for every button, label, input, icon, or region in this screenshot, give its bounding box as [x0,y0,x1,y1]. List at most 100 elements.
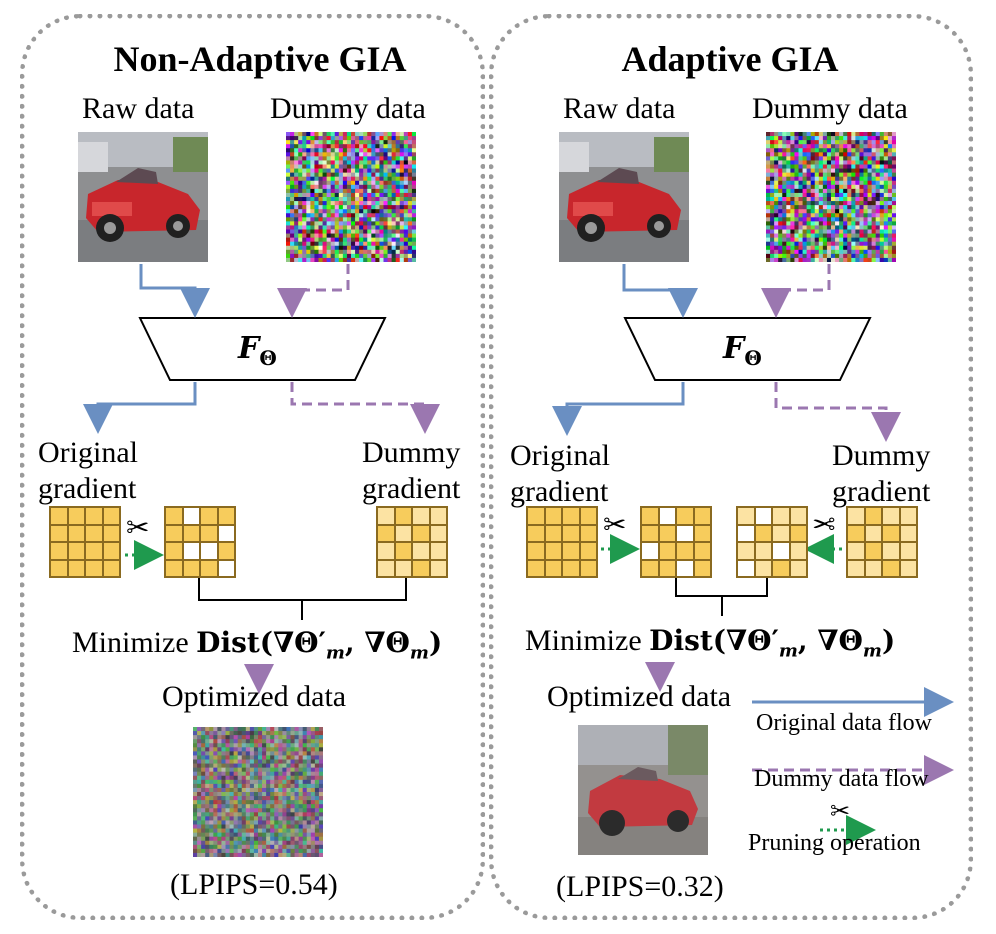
gradient-cell [377,524,395,542]
gradient-cell [182,524,200,542]
gradient-cell [394,542,412,560]
gradient-cell [527,507,545,525]
gradient-cell [527,524,545,542]
gradient-cell [544,524,562,542]
model-trapezoid-right [623,317,872,381]
model-label-right: FΘ [723,331,762,370]
gradient-cell [182,542,200,560]
lpips-score-right: (LPIPS=0.32) [556,870,724,903]
adaptive-title: Adaptive GIA [621,39,839,79]
gradient-cell [676,542,694,560]
gradient-cell [658,559,676,577]
gradient-cell [527,542,545,560]
gradient-cell [658,507,676,525]
gradient-cell [182,559,200,577]
pruned-original-gradient-grid-right [640,506,712,578]
gradient-cell [579,524,597,542]
gradient-cell [412,559,430,577]
raw-data-label-left: Raw data [82,92,195,125]
gradient-cell [544,559,562,577]
gradient-cell [847,524,865,542]
gradient-cell [562,559,580,577]
gradient-cell [562,507,580,525]
gradient-cell [579,559,597,577]
scissors-icon: ✂ [126,513,150,544]
gradient-cell [217,559,235,577]
gradient-cell [754,559,772,577]
gradient-cell [641,559,659,577]
gradient-cell [899,524,917,542]
optimized-label-left: Optimized data [162,680,347,713]
dummy-data-label-left: Dummy data [270,92,426,125]
optimized-label-right: Optimized data [547,680,732,713]
gradient-cell [67,507,85,525]
gradient-cell [217,524,235,542]
gradient-cell [882,507,900,525]
gradient-cell [864,559,882,577]
pruned-original-gradient-grid-left [164,506,236,578]
gradient-cell [50,542,68,560]
gradient-cell [847,507,865,525]
minimize-expression-right: Minimize Dist(∇Θ′m, ∇Θm) [525,624,896,662]
model-label-left: FΘ [238,331,277,370]
gradient-cell [429,542,447,560]
legend-original-flow: Original data flow [756,710,932,736]
optimized-car-image-right [578,725,708,855]
gradient-cell [412,524,430,542]
gradient-cell [693,542,711,560]
gradient-cell [847,559,865,577]
gradient-cell [737,559,755,577]
gradient-cell [67,524,85,542]
gradient-cell [754,507,772,525]
gradient-cell [789,559,807,577]
gradient-cell [772,507,790,525]
dummy-data-label-right: Dummy data [752,92,908,125]
gradient-cell [864,507,882,525]
gradient-cell [693,524,711,542]
gradient-cell [182,507,200,525]
gradient-cell [882,542,900,560]
gradient-cell [102,542,120,560]
gradient-cell [864,542,882,560]
gradient-cell [754,542,772,560]
gradient-cell [200,507,218,525]
raw-car-image-right [559,132,689,262]
model-trapezoid-left [138,317,387,381]
gradient-cell [412,507,430,525]
minimize-expression-left: Minimize Dist(∇Θ′m, ∇Θm) [72,626,443,664]
gradient-cell [429,507,447,525]
raw-data-label-right: Raw data [563,92,676,125]
lpips-score-left: (LPIPS=0.54) [170,868,338,901]
gradient-cell [394,524,412,542]
gradient-cell [737,507,755,525]
gradient-cell [67,559,85,577]
raw-car-image-left [78,132,208,262]
gradient-cell [693,559,711,577]
original-gradient-grid-left [49,506,121,578]
dummy-noise-image-left [286,132,416,262]
gradient-cell [377,559,395,577]
gradient-cell [67,542,85,560]
gradient-cell [85,559,103,577]
pruned-dummy-gradient-grid-right [736,506,808,578]
gradient-cell [641,542,659,560]
gradient-cell [429,559,447,577]
gradient-cell [200,542,218,560]
gradient-cell [899,559,917,577]
gradient-cell [429,524,447,542]
gradient-cell [562,542,580,560]
gradient-cell [527,559,545,577]
gradient-cell [102,524,120,542]
gradient-cell [394,559,412,577]
gradient-cell [377,507,395,525]
gradient-cell [676,524,694,542]
gradient-cell [882,559,900,577]
gradient-cell [562,524,580,542]
dummy-noise-image-right [766,132,896,262]
gradient-cell [641,507,659,525]
gradient-cell [165,559,183,577]
gradient-cell [544,542,562,560]
gradient-cell [85,542,103,560]
